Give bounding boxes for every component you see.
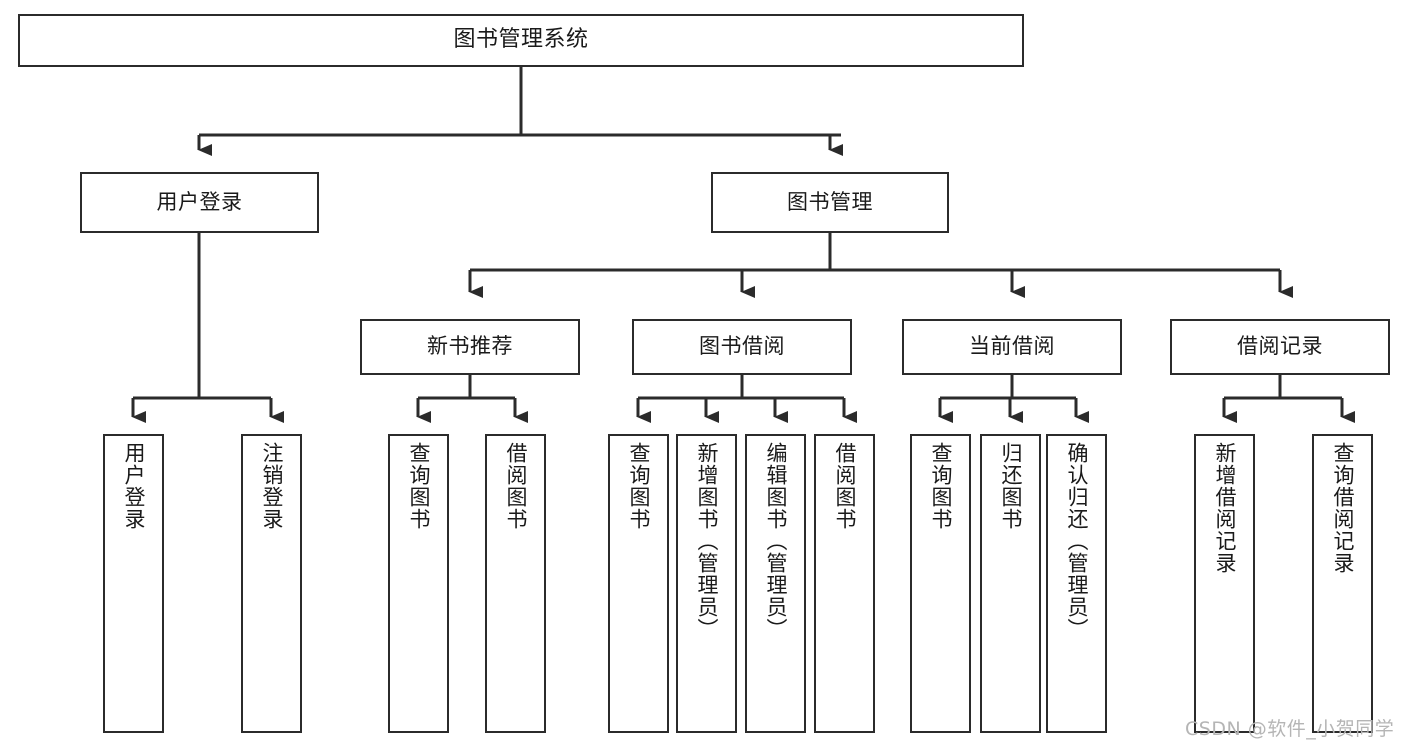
node-borrow-record[interactable]: 借阅记录 xyxy=(1170,319,1390,375)
node-label: 借阅图书 xyxy=(832,442,857,530)
leaf-user-login[interactable]: 用户登录 xyxy=(103,434,164,733)
node-label: 用户登录 xyxy=(121,442,146,530)
node-label: 确认归还（管理员） xyxy=(1064,442,1089,640)
leaf-query-book-borrow[interactable]: 查询图书 xyxy=(608,434,669,733)
node-current-borrow[interactable]: 当前借阅 xyxy=(902,319,1122,375)
node-label: 借阅图书 xyxy=(503,442,528,530)
node-label: 归还图书 xyxy=(998,442,1023,530)
node-label: 新书推荐 xyxy=(427,334,513,359)
node-root-system[interactable]: 图书管理系统 xyxy=(18,14,1024,67)
leaf-add-borrow-record[interactable]: 新增借阅记录 xyxy=(1194,434,1255,733)
leaf-logout[interactable]: 注销登录 xyxy=(241,434,302,733)
leaf-return-book[interactable]: 归还图书 xyxy=(980,434,1041,733)
node-label: 当前借阅 xyxy=(969,334,1055,359)
node-label: 新增借阅记录 xyxy=(1212,442,1237,574)
node-label: 注销登录 xyxy=(259,442,284,530)
node-label: 查询图书 xyxy=(928,442,953,530)
node-label: 图书管理系统 xyxy=(453,27,589,53)
node-label: 新增图书（管理员） xyxy=(694,442,719,640)
node-book-management[interactable]: 图书管理 xyxy=(711,172,949,233)
leaf-add-book-admin[interactable]: 新增图书（管理员） xyxy=(676,434,737,733)
leaf-borrow-book[interactable]: 借阅图书 xyxy=(814,434,875,733)
node-label: 图书管理 xyxy=(787,189,873,214)
node-label: 用户登录 xyxy=(156,189,243,214)
node-label: 编辑图书（管理员） xyxy=(763,442,788,640)
node-label: 图书借阅 xyxy=(699,334,785,359)
leaf-query-book-current[interactable]: 查询图书 xyxy=(910,434,971,733)
node-label: 借阅记录 xyxy=(1237,334,1323,359)
node-label: 查询图书 xyxy=(626,442,651,530)
leaf-edit-book-admin[interactable]: 编辑图书（管理员） xyxy=(745,434,806,733)
leaf-query-borrow-record[interactable]: 查询借阅记录 xyxy=(1312,434,1373,733)
leaf-confirm-return-admin[interactable]: 确认归还（管理员） xyxy=(1046,434,1107,733)
leaf-borrow-book-rec[interactable]: 借阅图书 xyxy=(485,434,546,733)
node-new-book-recommend[interactable]: 新书推荐 xyxy=(360,319,580,375)
node-label: 查询借阅记录 xyxy=(1330,442,1355,574)
node-user-login[interactable]: 用户登录 xyxy=(80,172,319,233)
node-book-borrow[interactable]: 图书借阅 xyxy=(632,319,852,375)
leaf-query-book-rec[interactable]: 查询图书 xyxy=(388,434,449,733)
node-label: 查询图书 xyxy=(406,442,431,530)
csdn-watermark: CSDN @软件_小贺同学 xyxy=(1185,718,1395,740)
